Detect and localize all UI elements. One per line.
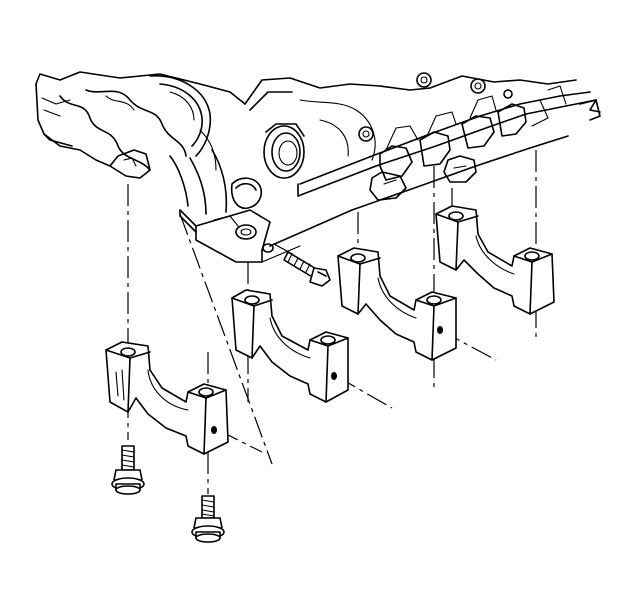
bearing-cap-1 xyxy=(105,341,229,455)
bearing-cap-3 xyxy=(337,247,457,361)
bearing-cap-2 xyxy=(231,289,349,403)
side-bolt xyxy=(283,251,331,287)
bearing-cap-4 xyxy=(435,205,555,315)
centerline-diagonal xyxy=(179,213,273,465)
engine-block xyxy=(35,71,601,263)
bolt-2 xyxy=(191,495,225,543)
bolt-1 xyxy=(111,445,145,495)
